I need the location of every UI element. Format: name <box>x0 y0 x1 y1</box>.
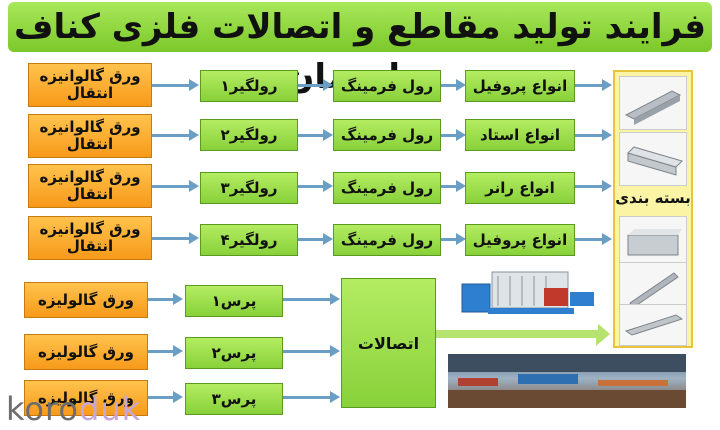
arrow <box>575 129 612 141</box>
arrow <box>441 129 466 141</box>
press-box-3: پرس۳ <box>185 383 283 415</box>
sheet-box-3: ورق گالوانیزه انتقال <box>28 164 152 208</box>
diagram-title: فرایند تولید مقاطع و اتصالات فلزی کناف س… <box>8 2 712 97</box>
press-box-2: پرس۲ <box>185 337 283 369</box>
arrow <box>152 129 199 141</box>
sheet-box-1: ورق گالوانیزه انتقال <box>28 63 152 107</box>
arrow <box>298 129 333 141</box>
arrow <box>148 293 183 305</box>
press-sheet-box-2: ورق گالولیزه <box>24 334 148 370</box>
arrow <box>283 345 340 357</box>
product-box-4: انواع پروفیل <box>465 224 575 256</box>
forming-box-2: رول فرمینگ <box>333 119 441 151</box>
product-box-2: انواع استاد <box>465 119 575 151</box>
press-sheet-box-1: ورق گالولیزه <box>24 282 148 318</box>
machine-box-3: رولگیر۳ <box>200 172 298 204</box>
arrow <box>298 79 333 91</box>
arrow <box>148 345 183 357</box>
arrow <box>283 293 340 305</box>
forming-box-1: رول فرمینگ <box>333 70 441 102</box>
watermark: koroduk <box>6 390 141 428</box>
arrow <box>152 79 199 91</box>
forming-box-3: رول فرمینگ <box>333 172 441 204</box>
arrow <box>441 180 466 192</box>
product-box-1: انواع پروفیل <box>465 70 575 102</box>
machine-box-2: رولگیر۲ <box>200 119 298 151</box>
arrow <box>575 180 612 192</box>
watermark-accent: duk <box>79 390 142 428</box>
sheet-box-2: ورق گالوانیزه انتقال <box>28 114 152 158</box>
profile-photo-1 <box>619 76 687 130</box>
watermark-main: koro <box>6 390 79 428</box>
fittings-box: اتصالات <box>341 278 436 408</box>
packaging-label: بسته بندی <box>615 189 691 207</box>
arrow-to-packaging <box>436 322 610 346</box>
arrow <box>152 180 199 192</box>
arrow <box>441 233 466 245</box>
sheet-box-4: ورق گالوانیزه انتقال <box>28 216 152 260</box>
arrow <box>148 391 183 403</box>
factory-photo <box>448 354 686 408</box>
product-box-3: انواع رانر <box>465 172 575 204</box>
forming-box-4: رول فرمینگ <box>333 224 441 256</box>
press-box-1: پرس۱ <box>185 285 283 317</box>
machine-box-1: رولگیر۱ <box>200 70 298 102</box>
press-sheet-box-3: ورق گالولیزه <box>24 380 148 416</box>
arrow <box>283 391 340 403</box>
arrow <box>575 233 612 245</box>
roll-forming-machine-image <box>448 262 598 330</box>
arrow <box>298 233 333 245</box>
machine-box-4: رولگیر۴ <box>200 224 298 256</box>
profile-photo-3 <box>619 216 687 270</box>
arrow <box>441 79 466 91</box>
profile-photo-2 <box>619 132 687 186</box>
arrow <box>298 180 333 192</box>
arrow <box>575 79 612 91</box>
arrow <box>152 232 199 244</box>
profile-photo-5 <box>619 304 687 346</box>
